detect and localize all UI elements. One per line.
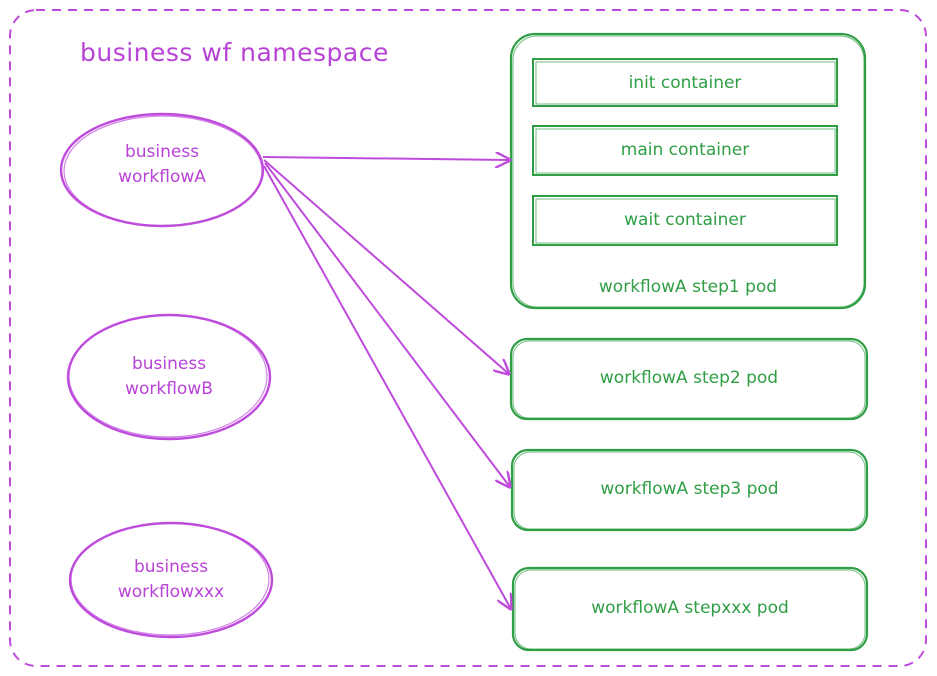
workflow-xxx-node <box>68 521 274 639</box>
wait-container-label: wait container <box>624 210 746 230</box>
arrows <box>262 157 511 609</box>
init-container-box <box>532 58 838 107</box>
workflow-b-line1: business <box>131 354 207 374</box>
arrow-to-step2 <box>263 159 509 374</box>
workflow-b-node <box>66 313 272 441</box>
workflow-a-label: business workflowA <box>82 140 242 190</box>
workflow-a-node <box>59 112 265 228</box>
stepxxx-pod-box <box>511 566 869 652</box>
step3-pod-label: workflowA step3 pod <box>600 479 779 499</box>
workflow-b-line2: workflowB <box>125 379 213 399</box>
arrow-to-step3 <box>264 162 510 487</box>
stepxxx-pod-label: workflowA stepxxx pod <box>591 598 789 618</box>
workflow-a-line2: workflowA <box>118 167 206 187</box>
arrow-to-stepxxx <box>263 165 511 609</box>
workflow-b-label: business workflowB <box>89 352 249 402</box>
main-container-box <box>532 125 838 176</box>
namespace-boundary <box>9 9 927 667</box>
workflow-xxx-line1: business <box>133 557 209 577</box>
arrow-to-step1 <box>262 157 510 160</box>
step2-pod-box <box>509 337 869 421</box>
step1-pod-box <box>509 32 867 310</box>
wait-container-box <box>532 195 838 246</box>
workflow-a-line1: business <box>124 142 200 162</box>
init-container-label: init container <box>628 73 742 93</box>
step2-pod-label: workflowA step2 pod <box>599 368 779 388</box>
namespace-title: business wf namespace <box>80 38 389 67</box>
workflow-xxx-label: business workflowxxx <box>81 555 261 605</box>
main-container-label: main container <box>620 140 750 160</box>
workflow-xxx-line2: workflowxxx <box>117 582 225 602</box>
step1-pod-label: workflowA step1 pod <box>598 277 778 297</box>
